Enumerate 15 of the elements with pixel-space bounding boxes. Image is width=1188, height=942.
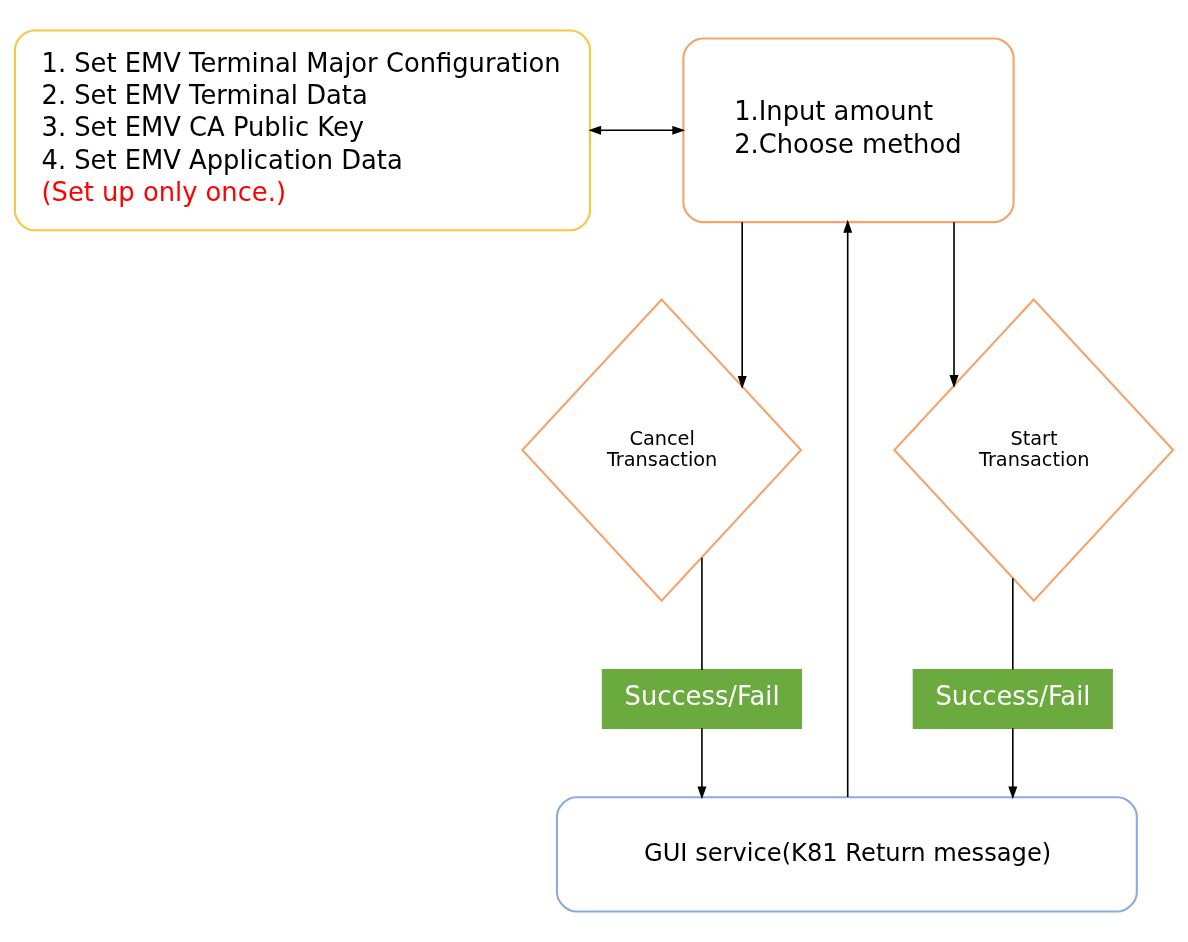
arrow — [588, 125, 686, 135]
node-box: Success/Fail — [601, 668, 803, 729]
connector — [701, 556, 703, 671]
node-diamond: Cancel Transaction — [520, 297, 803, 603]
arrow — [697, 727, 707, 800]
arrow — [949, 221, 959, 388]
node-box: 1. Set EMV Terminal Major Configuration 2. Set EMV Terminal Data 3. Set EMV CA Public Key 4. Set EMV Application Data (Set up only once.) — [13, 29, 591, 232]
connector — [1012, 577, 1014, 671]
node-box: 1.Input amount 2.Choose method — [682, 37, 1015, 224]
arrow — [737, 221, 747, 389]
arrow — [843, 219, 853, 798]
node-box: Success/Fail — [912, 668, 1113, 729]
arrow — [1008, 727, 1018, 800]
node-box: GUI service(K81 Return message) — [555, 796, 1138, 913]
node-diamond: Start Transaction — [893, 297, 1175, 603]
